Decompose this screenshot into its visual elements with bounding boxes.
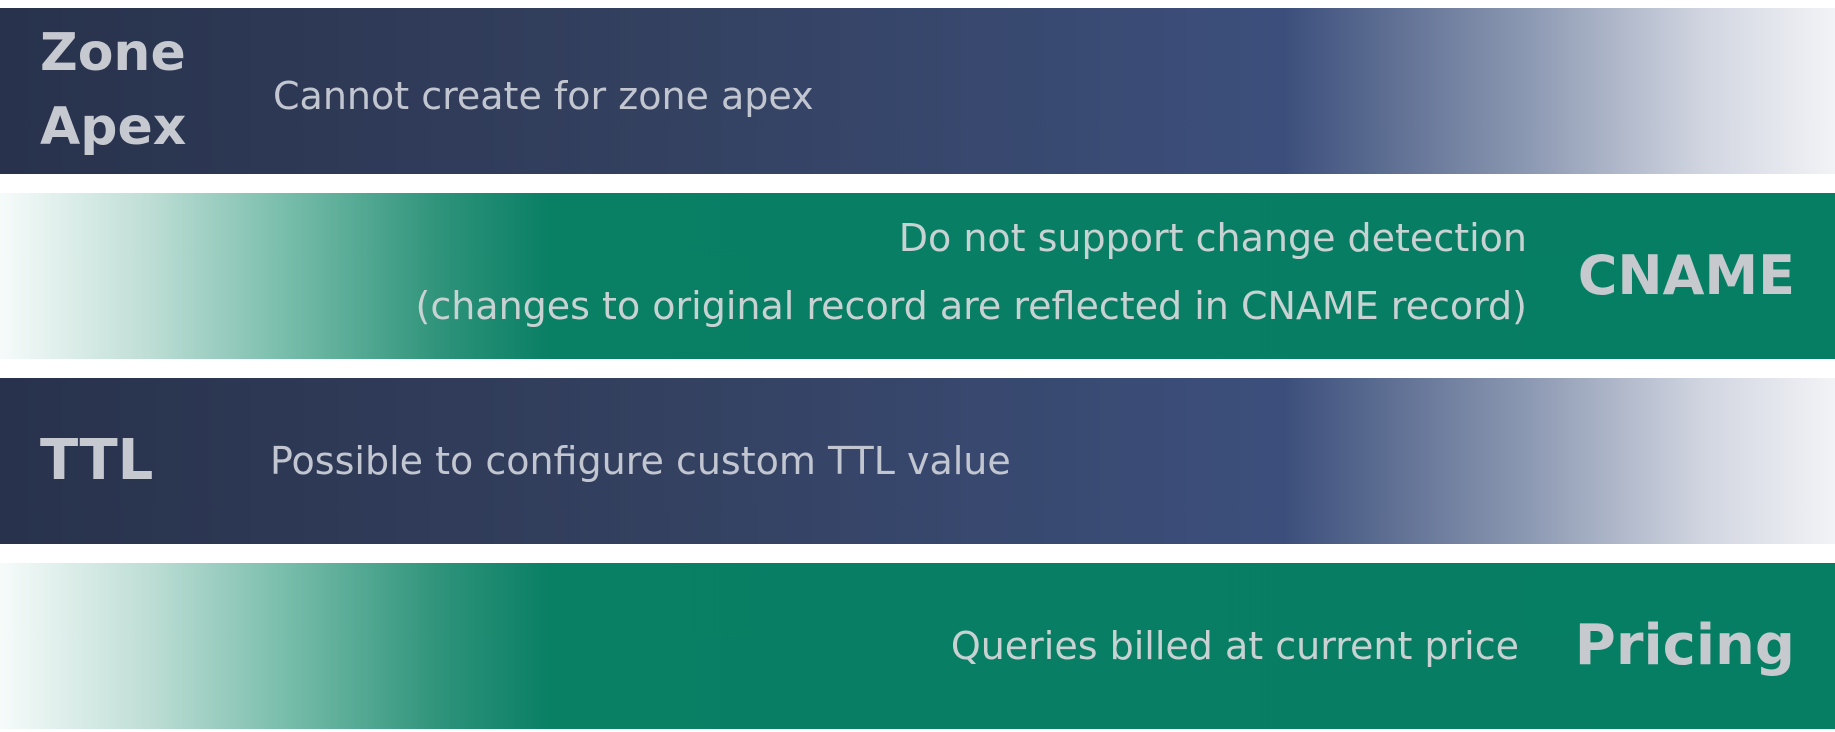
row-zone-apex: Zone Apex Cannot create for zone apex: [0, 8, 1835, 174]
row-description: Possible to configure custom TTL value: [270, 439, 1011, 483]
row-title: Pricing: [1574, 613, 1795, 678]
row-pricing: Queries billed at current price Pricing: [0, 563, 1835, 729]
row-description: Cannot create for zone apex: [273, 74, 814, 118]
row-title: TTL: [40, 428, 154, 493]
row-description: Queries billed at current price: [950, 624, 1519, 668]
row-title: CNAME: [1577, 244, 1795, 307]
row-title: Zone Apex: [40, 23, 187, 157]
row-ttl: TTL Possible to configure custom TTL val…: [0, 378, 1835, 544]
row-cname: Do not support change detection (changes…: [0, 193, 1835, 359]
row-description: Do not support change detection (changes…: [415, 216, 1528, 328]
